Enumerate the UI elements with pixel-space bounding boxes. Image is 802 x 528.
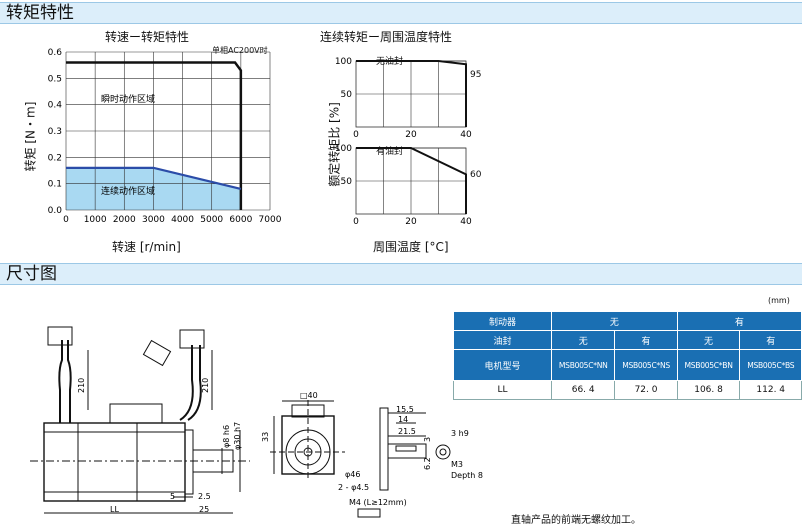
table-cell: MSB005C*BN [676, 349, 741, 381]
x-tick-label: 3000 [142, 215, 165, 225]
table-cell: 油封 [453, 330, 552, 350]
panel1-label: 无油封 [376, 57, 404, 67]
continuous-series-line [66, 166, 242, 191]
y-tick-label: 0.6 [48, 48, 63, 58]
dim-25a: 2.5 [198, 492, 211, 501]
torque-section-banner: 转矩特性 [0, 2, 802, 24]
instant-series-line [66, 61, 243, 210]
y-tick-label: 0.3 [48, 127, 62, 137]
dim-d30: φ30 h7 [233, 422, 242, 450]
temp-series-line [356, 60, 467, 127]
y-tick-label: 0.4 [48, 101, 63, 111]
dim-d8: φ8 h6 [222, 425, 231, 448]
spec-table: 制动器 无 有 油封 无 有 无 有 电机型号 MSB005C*NN MSB00… [453, 311, 802, 400]
speed-torque-title: 转速ー转矩特性 [105, 30, 190, 44]
speed-torque-note: 单相AC200V时 [212, 46, 268, 55]
dims-section-banner: 尺寸图 [0, 263, 802, 285]
table-cell: MSB005C*NS [614, 349, 678, 381]
temp-xlabel: 周围温度 [°C] [373, 240, 449, 254]
x-tick-label: 4000 [171, 215, 194, 225]
x-tick-label: 0 [63, 215, 69, 225]
dim-cable2: 210 [201, 378, 210, 393]
temp-y-tick-label: 100 [335, 144, 352, 154]
temp-y-tick-label: 50 [341, 90, 353, 100]
dim-h33: 33 [261, 432, 270, 442]
table-cell: 无 [676, 330, 741, 350]
dim-k3h9: 3 h9 [451, 429, 469, 438]
x-tick-label: 1000 [84, 215, 107, 225]
dim-m3: M3 [451, 460, 463, 469]
y-tick-label: 0.1 [48, 180, 62, 190]
table-cell: MSB005C*NN [550, 349, 616, 381]
dim-k155: 15.5 [396, 405, 414, 414]
temp-chart-title: 连续转矩ー周围温度特性 [320, 30, 453, 44]
table-cell: 72. 0 [614, 380, 678, 400]
temp-series-line [356, 147, 467, 214]
dim-k215: 21.5 [398, 427, 416, 436]
temp-x-tick-label: 20 [405, 217, 417, 227]
x-tick-label: 2000 [113, 215, 136, 225]
temp-x-tick-label: 40 [460, 217, 472, 227]
x-tick-label: 5000 [200, 215, 223, 225]
y-tick-label: 0.5 [48, 74, 62, 84]
table-cell: MSB005C*BS [739, 349, 802, 381]
dim-k3: 3 [423, 437, 432, 442]
temp-y-tick-label: 50 [341, 177, 353, 187]
dim-k62: 6.2 [423, 457, 432, 470]
temp-x-tick-label: 0 [353, 217, 359, 227]
table-cell: 有 [676, 311, 802, 331]
panel2-end-label: 60 [470, 170, 482, 180]
temp-x-tick-label: 0 [353, 130, 359, 140]
dim-cable1: 210 [77, 378, 86, 393]
table-row: LL 66. 4 72. 0 106. 8 112. 4 [453, 380, 802, 400]
table-cell: 66. 4 [550, 380, 616, 400]
table-row: 电机型号 MSB005C*NN MSB005C*NS MSB005C*BN MS… [453, 349, 802, 381]
dim-depth: Depth 8 [451, 471, 483, 480]
table-row: 制动器 无 有 [453, 311, 802, 331]
table-row: 油封 无 有 无 有 [453, 330, 802, 350]
table-cell: 电机型号 [453, 349, 552, 381]
dim-25: 25 [199, 505, 209, 514]
y-tick-label: 0.0 [48, 206, 63, 216]
temp-x-tick-label: 20 [405, 130, 417, 140]
speed-torque-xlabel: 转速 [r/min] [112, 240, 181, 254]
temp-y-tick-label: 100 [335, 57, 352, 67]
y-tick-label: 0.2 [48, 153, 62, 163]
table-cell: 106. 8 [676, 380, 741, 400]
drawing-note: 直轴产品的前端无螺纹加工。 [511, 515, 641, 526]
dim-k14: 14 [398, 415, 408, 424]
dim-holes: 2 - φ4.5 [338, 483, 369, 492]
table-unit: (mm) [768, 296, 790, 305]
torque-section-title: 转矩特性 [6, 3, 74, 23]
temp-x-tick-label: 40 [460, 130, 472, 140]
table-cell: 有 [739, 330, 802, 350]
continuous-region-label: 连续动作区域 [101, 185, 155, 197]
panel1-end-label: 95 [470, 70, 482, 80]
table-cell: 112. 4 [739, 380, 802, 400]
dims-section-title: 尺寸图 [6, 264, 57, 284]
dim-sq: □40 [300, 391, 318, 400]
x-tick-label: 7000 [259, 215, 282, 225]
instant-region-label: 瞬时动作区域 [101, 93, 155, 105]
panel2-label: 有油封 [376, 147, 404, 157]
x-tick-label: 6000 [229, 215, 252, 225]
dim-screw: M4 (L≥12mm) [349, 498, 407, 507]
dim-5: 5 [170, 492, 175, 501]
dim-ll: LL [110, 505, 119, 514]
dim-d46: φ46 [345, 470, 360, 479]
